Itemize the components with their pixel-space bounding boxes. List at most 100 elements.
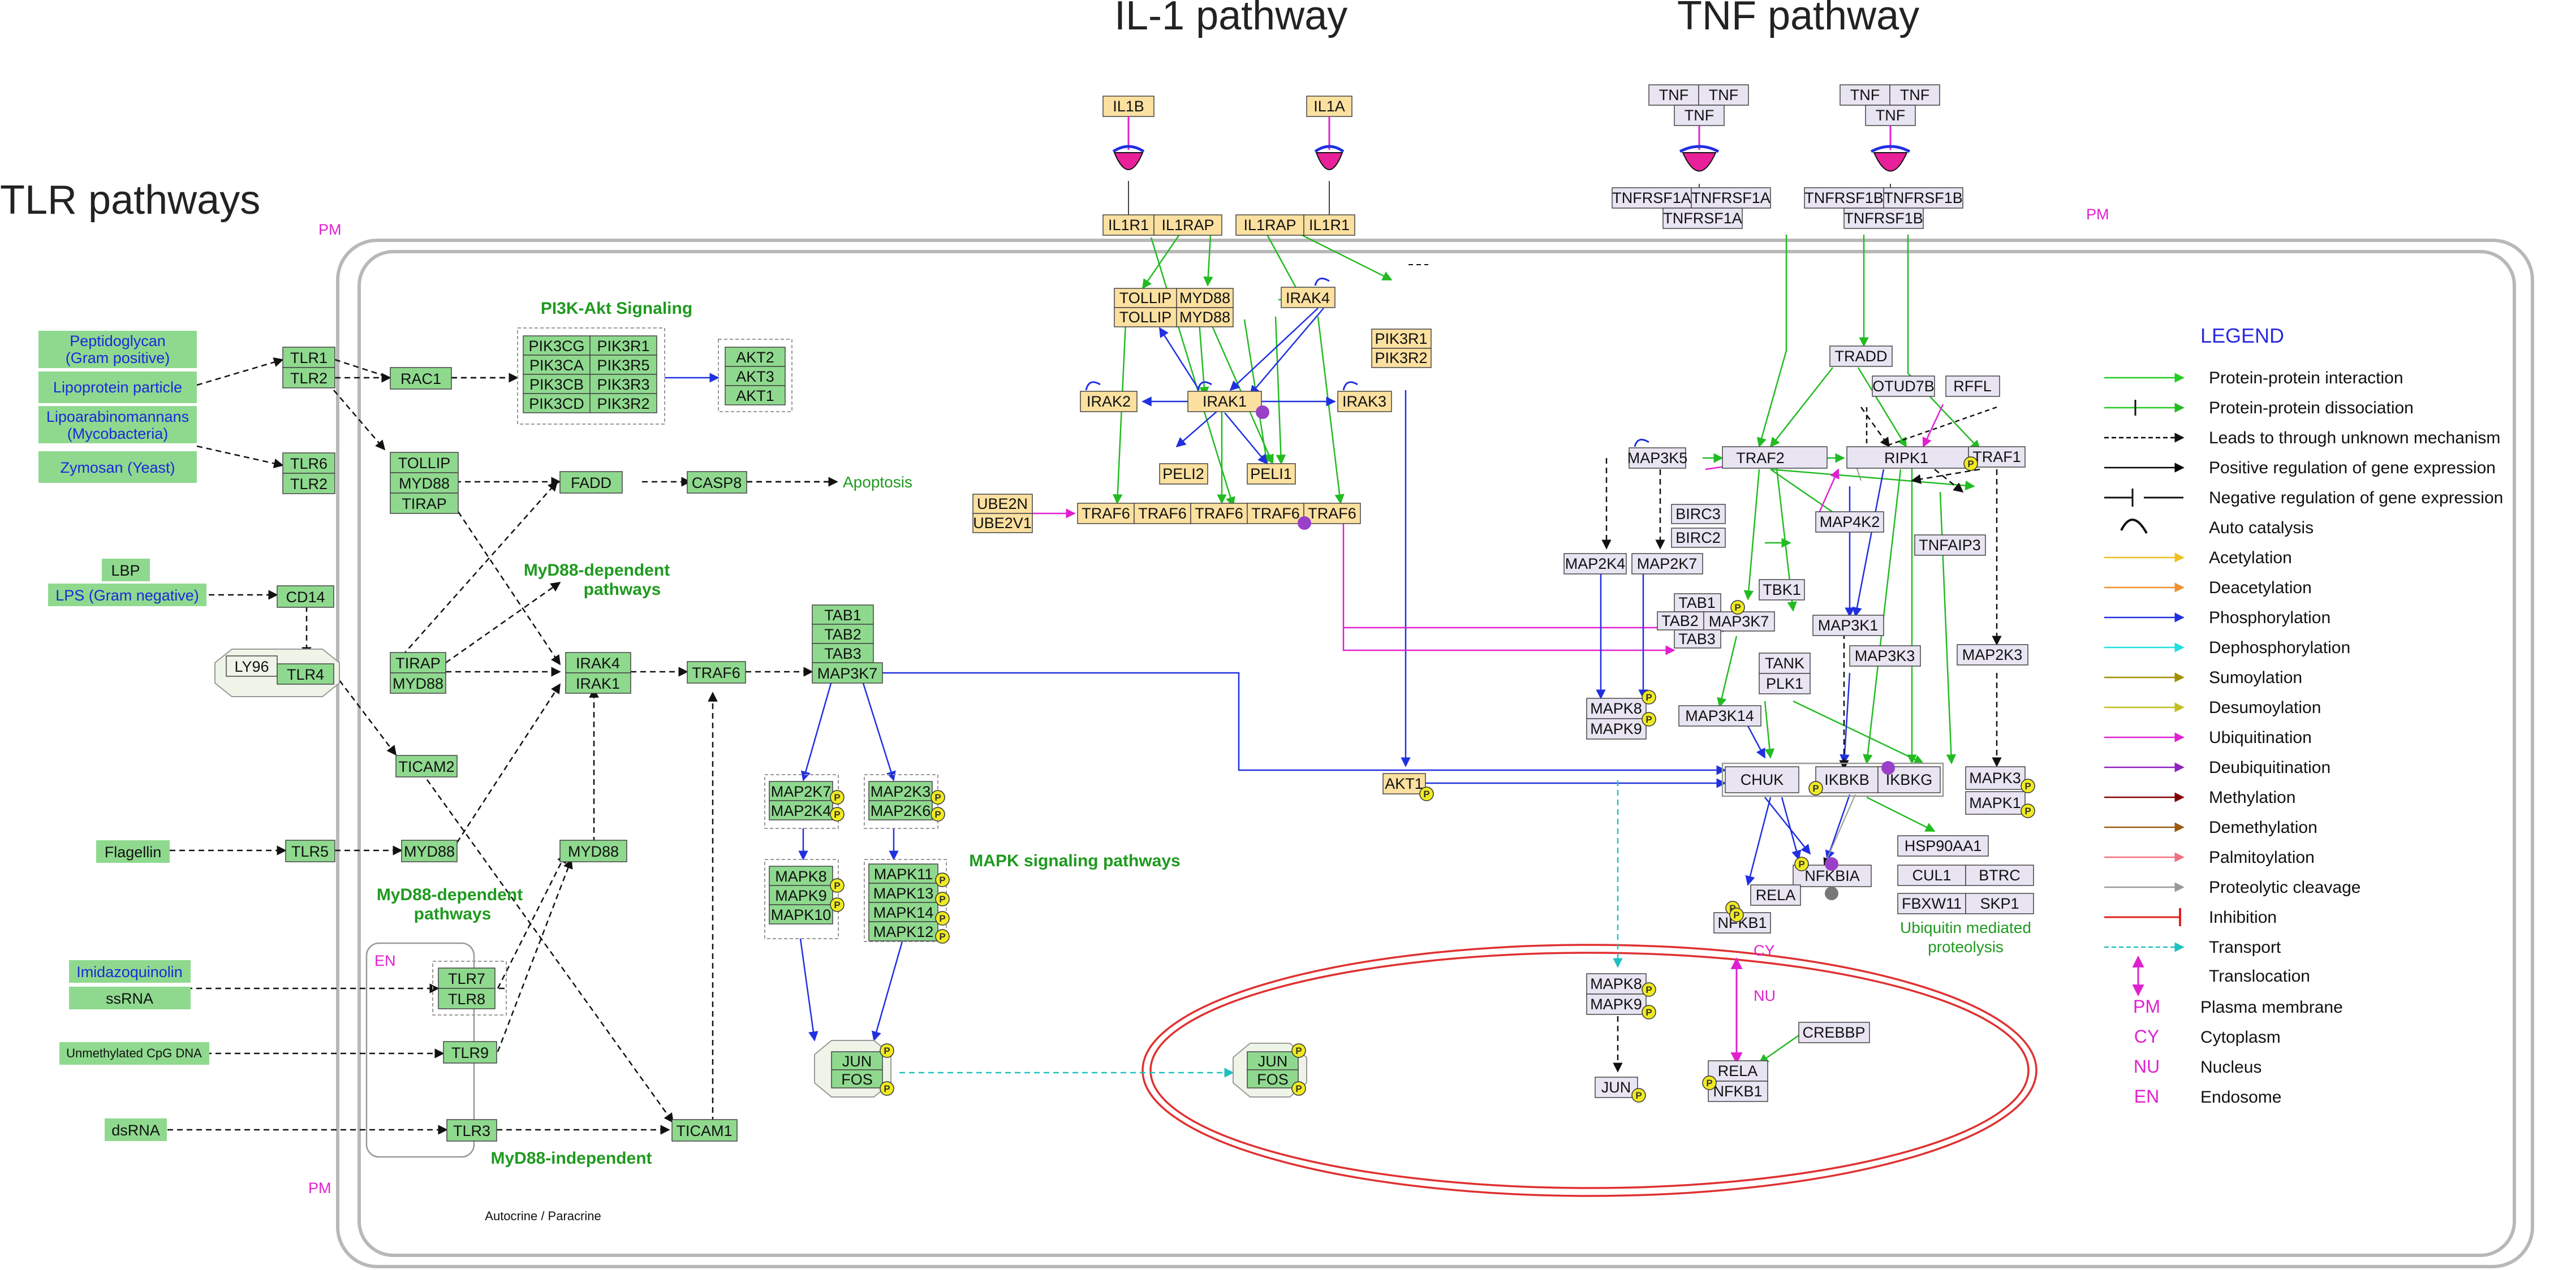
pi3k-complex-box <box>517 327 665 425</box>
svg-text:IRAK2: IRAK2 <box>1087 393 1131 410</box>
svg-text:Lipoarabinomannans: Lipoarabinomannans <box>46 408 189 425</box>
phospho-marker: P <box>1642 1005 1656 1020</box>
svg-text:AKT1: AKT1 <box>736 387 774 404</box>
svg-text:P: P <box>834 900 840 910</box>
svg-text:BIRC3: BIRC3 <box>1675 506 1721 522</box>
svg-text:Sumoylation: Sumoylation <box>2209 668 2302 687</box>
svg-text:Protein-protein dissociation: Protein-protein dissociation <box>2209 399 2414 417</box>
svg-text:PIK3R1: PIK3R1 <box>597 338 649 355</box>
legend-item: Negative regulation of gene expression <box>2104 489 2503 507</box>
plasma-membrane-inner <box>357 250 2516 1257</box>
svg-text:IRAK1: IRAK1 <box>576 675 620 692</box>
legend-item: Phosphorylation <box>2104 608 2331 627</box>
svg-text:LPS (Gram negative): LPS (Gram negative) <box>55 587 199 604</box>
phospho-marker: P <box>1419 787 1434 801</box>
ligand-ssrna: ssRNA <box>69 987 191 1009</box>
svg-text:MAP3K1: MAP3K1 <box>1818 617 1879 634</box>
ligand-lipoarabinomannans: Lipoarabinomannans (Mycobacteria) <box>38 406 197 443</box>
svg-text:TIRAP: TIRAP <box>395 655 441 672</box>
svg-text:MAPK10: MAPK10 <box>771 906 832 923</box>
svg-text:MAP2K4: MAP2K4 <box>771 802 832 819</box>
svg-text:TAB2: TAB2 <box>1661 612 1699 629</box>
svg-text:P: P <box>939 894 945 905</box>
svg-text:BTRC: BTRC <box>1979 867 2021 884</box>
edges: Apoptosis <box>148 234 2002 1135</box>
phospho-marker: P <box>880 1081 894 1096</box>
pi3k-nodes <box>523 335 657 413</box>
svg-text:MAP2K3: MAP2K3 <box>1962 646 2023 663</box>
nucleus-outer <box>1141 944 2037 1197</box>
legend-item: Leads to through unknown mechanism <box>2104 429 2500 447</box>
svg-text:TLR8: TLR8 <box>448 991 485 1008</box>
svg-text:Flagellin: Flagellin <box>105 844 162 861</box>
svg-text:BIRC2: BIRC2 <box>1675 529 1721 546</box>
svg-text:TNF: TNF <box>1876 107 1905 124</box>
svg-text:TNFRSF1B: TNFRSF1B <box>1804 189 1884 206</box>
svg-text:P: P <box>1295 1046 1302 1056</box>
pm-label-bottom-left: PM <box>308 1180 331 1196</box>
svg-text:MAP3K7: MAP3K7 <box>1709 613 1769 630</box>
svg-text:Nucleus: Nucleus <box>2200 1058 2261 1077</box>
svg-text:AKT2: AKT2 <box>736 349 774 366</box>
svg-text:MAP3K14: MAP3K14 <box>1685 707 1754 724</box>
ligand-imidazoquinolin: Imidazoquinolin <box>69 960 191 983</box>
tnf-ligand-receptor: TNF TNF TNF TNF TNF TNF TNFRSF1A TNFRSF1… <box>1612 84 1963 229</box>
legend-item: Protein-protein dissociation <box>2104 399 2414 417</box>
svg-text:P: P <box>1645 714 1652 725</box>
cy-label: CY <box>1754 942 1775 959</box>
svg-text:P: P <box>1423 789 1429 800</box>
svg-text:PIK3R1: PIK3R1 <box>1375 330 1427 347</box>
pm-label-top-left: PM <box>318 221 342 238</box>
svg-text:Palmitoylation: Palmitoylation <box>2209 848 2315 867</box>
svg-text:Demethylation: Demethylation <box>2209 818 2317 837</box>
svg-text:TRAF1: TRAF1 <box>1972 448 2021 465</box>
tlr-node-labels: TLR1 TLR2 RAC1 TLR6 TLR2 TOLLIP MYD88 TI… <box>234 338 1288 1139</box>
svg-text:MAPK8: MAPK8 <box>1590 975 1642 992</box>
svg-text:MAP2K7: MAP2K7 <box>1637 555 1698 572</box>
svg-text:IL1A: IL1A <box>1313 98 1345 115</box>
legend-item: Transport <box>2104 938 2281 957</box>
svg-text:Transport: Transport <box>2209 938 2281 957</box>
svg-text:IKBKB: IKBKB <box>1824 771 1869 788</box>
akt-complex-box <box>718 339 792 412</box>
svg-text:Imidazoquinolin: Imidazoquinolin <box>76 964 183 980</box>
svg-text:IRAK1: IRAK1 <box>1203 393 1247 410</box>
auto-catalysis-arcs <box>1085 278 1649 447</box>
svg-text:RIPK1: RIPK1 <box>1884 450 1928 466</box>
svg-text:TNF: TNF <box>1850 87 1880 103</box>
map2k-complex-left <box>764 774 839 829</box>
phospho-marker: P <box>1291 1043 1306 1058</box>
svg-text:P: P <box>1645 984 1652 995</box>
ligand-dsrna: dsRNA <box>105 1118 167 1141</box>
svg-text:HSP90AA1: HSP90AA1 <box>1905 837 1982 854</box>
myd88-dep-label-2b: pathways <box>414 905 492 923</box>
svg-text:TLR3: TLR3 <box>453 1122 490 1139</box>
svg-text:CUL1: CUL1 <box>1912 867 1951 884</box>
en-label: EN <box>374 952 396 969</box>
svg-text:MAPK11: MAPK11 <box>874 866 933 883</box>
svg-text:P: P <box>1733 910 1739 921</box>
svg-text:P: P <box>1729 903 1735 914</box>
svg-text:MAPK1: MAPK1 <box>1969 794 2021 811</box>
svg-text:PIK3CD: PIK3CD <box>529 395 584 412</box>
myd88-dep-label-2a: MyD88-dependent <box>377 885 523 904</box>
legend-item: Inhibition <box>2104 908 2277 927</box>
svg-text:MAP2K3: MAP2K3 <box>871 783 931 800</box>
svg-text:MAP3K7: MAP3K7 <box>817 665 878 682</box>
svg-text:Unmethylated CpG DNA: Unmethylated CpG DNA <box>66 1046 202 1060</box>
tlr-green-nodes <box>277 347 883 1142</box>
svg-text:MAP2K4: MAP2K4 <box>1565 555 1626 572</box>
legend-item: Sumoylation <box>2104 668 2302 687</box>
phospho-marker: P <box>830 878 845 893</box>
ligand-lps: LPS (Gram negative) <box>48 584 206 606</box>
svg-text:P: P <box>884 1046 890 1056</box>
svg-text:UBE2V1: UBE2V1 <box>973 515 1032 532</box>
il1-pathway-title: IL-1 pathway <box>1114 0 1347 38</box>
legend-item: Ubiquitination <box>2104 728 2312 747</box>
svg-text:TOLLIP: TOLLIP <box>1119 290 1172 306</box>
apoptosis-label: Apoptosis <box>843 473 912 491</box>
svg-text:TLR1: TLR1 <box>290 349 328 366</box>
phospho-marker: P <box>1729 908 1744 922</box>
phospho-marker: P <box>2021 804 2035 818</box>
phospho-marker: P <box>1963 456 1978 471</box>
